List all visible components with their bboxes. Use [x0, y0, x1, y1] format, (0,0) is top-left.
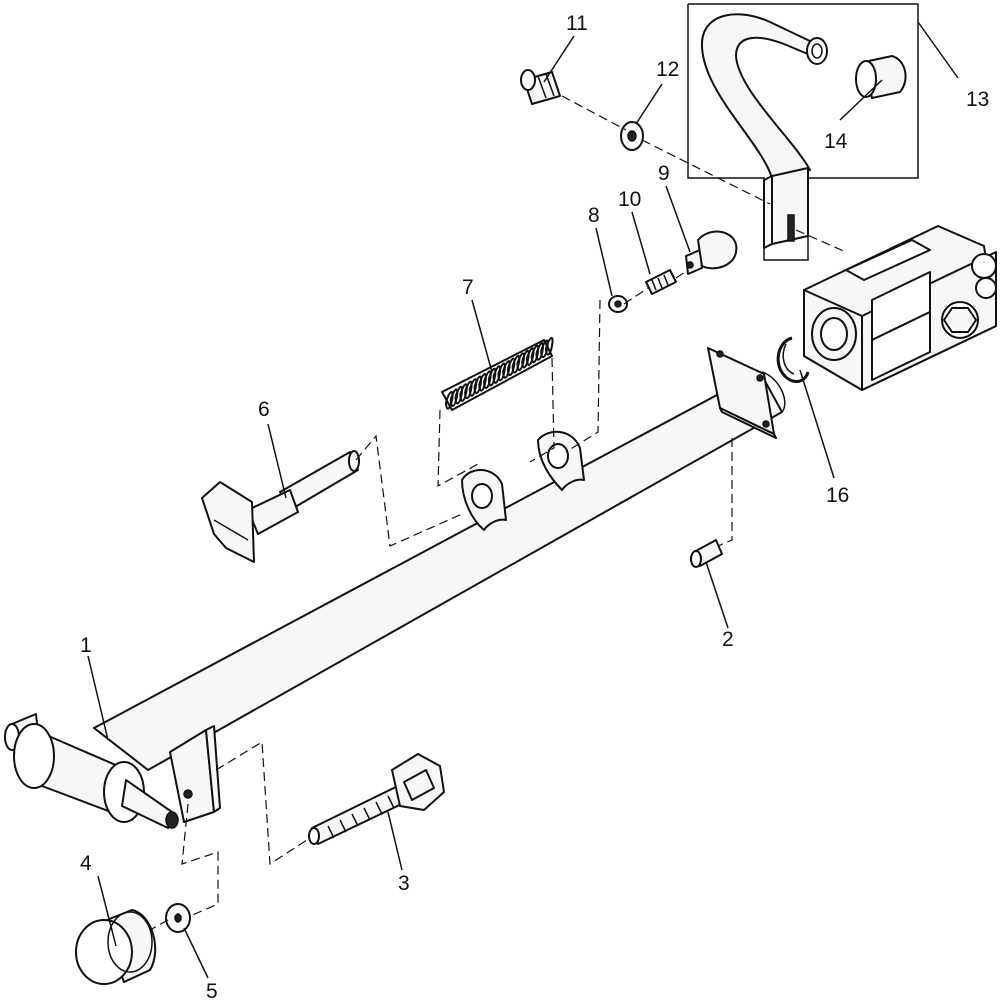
washer-8	[608, 295, 628, 313]
spring-coil	[506, 357, 516, 377]
spring-coil	[449, 388, 459, 407]
spring-coil	[445, 391, 454, 410]
handle-inset-frame	[687, 3, 919, 261]
callout-12: 12	[656, 58, 679, 81]
callout-9: 9	[658, 162, 670, 185]
shaft-bracket	[169, 725, 221, 823]
spring-coil	[459, 383, 468, 402]
spring-coil	[492, 365, 502, 384]
washer-12	[620, 121, 644, 151]
assembly-lines	[149, 95, 847, 931]
shaft-end-roller	[4, 713, 179, 829]
spring-coil	[454, 385, 464, 405]
spring-coil	[502, 360, 511, 379]
callout-16: 16	[826, 484, 849, 507]
shaft-flange	[707, 347, 777, 439]
spring-coil	[535, 342, 544, 361]
callout-2: 2	[722, 628, 734, 651]
spring-coil	[525, 347, 535, 366]
spring-coil	[464, 380, 473, 400]
main-shaft	[93, 371, 786, 771]
spring-coil	[545, 337, 554, 356]
spring-coil	[516, 352, 525, 371]
callout-13: 13	[966, 88, 989, 111]
end-cap-4	[75, 909, 157, 985]
handle-assembly	[700, 13, 828, 249]
spring-coil	[478, 373, 487, 392]
callout-3: 3	[398, 872, 410, 895]
bolt-11	[520, 69, 561, 105]
spring-coil	[473, 375, 483, 395]
grip-cap	[855, 55, 907, 99]
spring-coil	[511, 355, 521, 374]
spring-coil	[497, 362, 506, 382]
callout-7: 7	[462, 276, 474, 299]
spring-coil	[521, 349, 530, 369]
housing-block	[803, 225, 997, 391]
spring-coil	[540, 339, 549, 359]
spring-coil	[483, 370, 492, 389]
callout-5: 5	[206, 980, 218, 1000]
callout-4: 4	[80, 852, 92, 875]
washer-5	[165, 903, 191, 933]
callout-8: 8	[588, 204, 600, 227]
screw-2	[690, 539, 723, 568]
leader-lines	[87, 21, 959, 979]
cam-plate-left	[461, 469, 507, 531]
callout-14: 14	[824, 130, 848, 153]
callout-11: 11	[566, 12, 588, 35]
spring-coil	[530, 344, 540, 364]
callout-1: 1	[80, 634, 92, 657]
latch-pin	[201, 450, 360, 563]
callout-labels: 1 2 3 4 5 6 7 8 9 10 11 12 13 14 16	[80, 12, 989, 1000]
cam-plate-right	[537, 430, 585, 491]
knob-bolt-3	[308, 753, 445, 845]
set-screw-10	[645, 269, 677, 295]
retaining-ring	[776, 336, 810, 384]
callout-6: 6	[258, 398, 270, 421]
compression-spring	[441, 337, 554, 411]
spring-coil	[468, 378, 478, 397]
callout-10: 10	[618, 188, 641, 211]
knob-9	[685, 230, 738, 275]
